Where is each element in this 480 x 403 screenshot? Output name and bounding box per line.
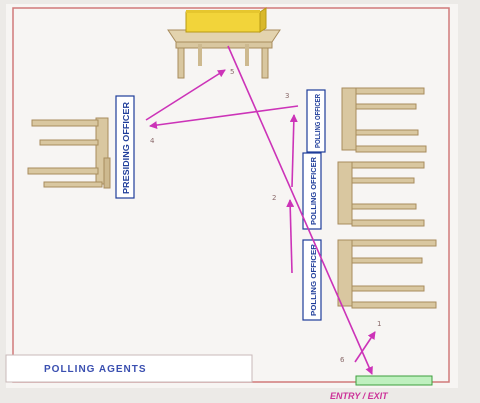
presiding-officer-table [167,29,281,79]
step-3-number: 3 [285,92,289,100]
arrow-step-1 [354,331,376,363]
polling-agents-box: POLLING AGENTS [5,354,253,383]
polling-officer-label-2: POLLING OFFICER [302,152,322,230]
arrow-step-5 [145,69,226,121]
arrow-step-6 [227,45,373,375]
polling-officer-chair-2 [337,161,425,227]
step-6-number: 6 [340,356,345,364]
arrow-step-3 [289,114,298,188]
polling-officer-chair-3 [337,239,437,309]
arrow-step-2 [286,199,295,274]
polling-officer-text-3: POLLING OFFICER [309,243,318,316]
polling-officer-chair-1 [341,87,427,153]
polling-officer-label-3: POLLING OFFICER [302,239,322,321]
step-4-number: 4 [150,137,155,145]
movement-arrows [145,45,376,375]
polling-officer-label-1: POLLING OFFICER [306,89,326,153]
step-5-number: 5 [230,68,234,76]
entry-exit-door [355,375,433,386]
entry-exit-label: ENTRY / EXIT [330,391,389,401]
ballot-box [185,7,267,33]
step-numbers: 1 2 3 4 5 6 [150,68,381,364]
presiding-officer-chair [27,117,111,189]
polling-officer-text-1: POLLING OFFICER [313,94,322,148]
presiding-officer-text: PRESIDING OFFICER [121,102,131,194]
presiding-officer-label: PRESIDING OFFICER [115,95,135,199]
polling-agents-text: POLLING AGENTS [44,364,147,375]
polling-officer-text-2: POLLING OFFICER [309,156,318,225]
arrow-step-4 [149,105,299,130]
step-2-number: 2 [272,194,276,202]
step-1-number: 1 [377,320,381,328]
paper-sheet [6,4,458,388]
